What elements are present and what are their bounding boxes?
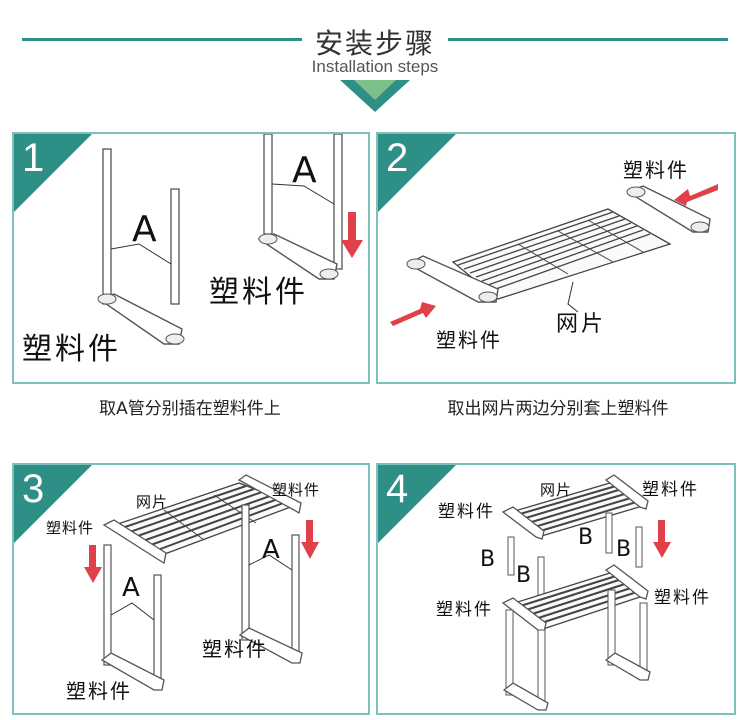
step-4-panel: 4 网片 塑料件 塑料件 B B B B 塑料件 塑料件: [376, 463, 736, 715]
header-line-left: [22, 38, 302, 41]
step-3-panel: 3 网片 塑料件 塑料件 A A 塑料件 塑料件: [12, 463, 370, 715]
step-4-illustration: [378, 465, 671, 711]
step-3-illustration: [14, 465, 319, 691]
step-2-label-plastic-2: 塑料件: [436, 328, 502, 352]
step-3-label-plastic-right-top: 塑料件: [272, 481, 321, 499]
arrow-down-icon: [84, 545, 102, 583]
step-2-number: 2: [386, 136, 409, 180]
step-4-corner: [378, 465, 456, 543]
step-4-number: 4: [386, 467, 409, 511]
step-4-label-plastic-top-right: 塑料件: [642, 480, 699, 500]
step-2-illustration: [378, 134, 718, 326]
step-4-label-b-1: B: [480, 547, 496, 572]
step-4-label-plastic-top-left: 塑料件: [438, 502, 495, 522]
step-3-label-a-1: A: [122, 573, 140, 603]
step-2-label-mesh: 网片: [556, 312, 607, 337]
header-line-right: [448, 38, 728, 41]
step-1-label-plastic-2: 塑料件: [209, 275, 308, 310]
step-4-label-b-4: B: [616, 537, 632, 562]
step-1-illustration: [14, 134, 363, 345]
step-3-label-plastic-bottom-left: 塑料件: [66, 679, 132, 703]
step-2-label-plastic-1: 塑料件: [623, 158, 689, 182]
step-1-label-a-1: A: [132, 209, 157, 250]
step-1-label-plastic-1: 塑料件: [22, 332, 121, 367]
step-3-label-mesh: 网片: [136, 493, 169, 511]
arrow-down-icon: [653, 520, 671, 558]
step-4-label-mesh: 网片: [540, 481, 573, 499]
page-title: 安装步骤: [314, 27, 435, 60]
step-3-corner: [14, 465, 92, 543]
step-3-label-plastic-bottom-right: 塑料件: [202, 637, 268, 661]
page-subtitle: Installation steps: [311, 57, 439, 76]
step-1-corner: [14, 134, 92, 212]
step-2-corner: [378, 134, 456, 212]
step-4-label-plastic-bottom-right: 塑料件: [654, 588, 711, 608]
step-1-number: 1: [22, 136, 45, 180]
chevron-down-icon: [340, 80, 410, 112]
step-3-number: 3: [22, 467, 45, 511]
arrow-down-icon: [341, 212, 363, 258]
step-2-caption: 取出网片两边分别套上塑料件: [447, 399, 669, 419]
step-4-label-b-2: B: [516, 563, 532, 588]
step-4-label-b-3: B: [578, 525, 594, 550]
step-1-caption: 取A管分别插在塑料件上: [99, 399, 281, 419]
step-1-panel: 1 A A 塑料件 塑料件: [12, 132, 370, 384]
step-4-label-plastic-bottom-left: 塑料件: [436, 600, 493, 620]
step-3-label-a-2: A: [262, 535, 280, 565]
step-2-panel: 2 塑料件 塑料件 网片: [376, 132, 736, 384]
arrow-down-icon: [301, 520, 319, 559]
step-3-label-plastic-left-top: 塑料件: [46, 519, 95, 537]
arrow-left-icon: [674, 184, 718, 206]
mesh-shelf-bottom: [506, 572, 648, 631]
step-1-label-a-2: A: [292, 150, 317, 191]
arrow-right-icon: [390, 302, 436, 326]
